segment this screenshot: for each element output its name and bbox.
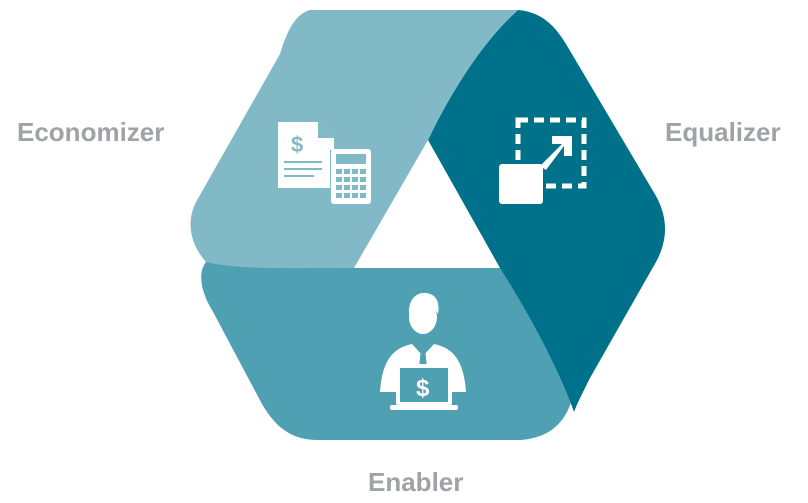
calculator-screen: [336, 154, 366, 164]
invoice-line-2: [284, 168, 322, 170]
person-head: [409, 300, 437, 334]
economizer-segment: [190, 10, 518, 269]
laptop-dollar-sign: $: [416, 375, 430, 402]
label-economizer: Economizer: [17, 117, 165, 147]
laptop-screen-inner: [400, 368, 448, 402]
invoice-line-1: [284, 161, 322, 163]
expand-arrow: [540, 136, 572, 170]
invoice-line-3: [284, 175, 314, 177]
enabler-segment: [201, 262, 574, 440]
dashed-frame: [515, 117, 587, 189]
invoice-dollar-sign: $: [291, 132, 303, 157]
equalizer-segment: [428, 10, 665, 412]
small-square: [499, 164, 543, 204]
laptop-base: [390, 405, 458, 410]
businessman-laptop-icon: $: [380, 292, 466, 410]
invoice-fold: [318, 122, 334, 138]
label-equalizer: Equalizer: [665, 117, 781, 147]
label-enabler: Enabler: [368, 467, 464, 497]
resize-expand-icon: [499, 117, 587, 204]
invoice-calculator-icon: $: [278, 122, 371, 204]
person-hair: [408, 292, 439, 314]
invoice-sheet: [278, 122, 334, 188]
calculator-keys: [336, 169, 366, 198]
